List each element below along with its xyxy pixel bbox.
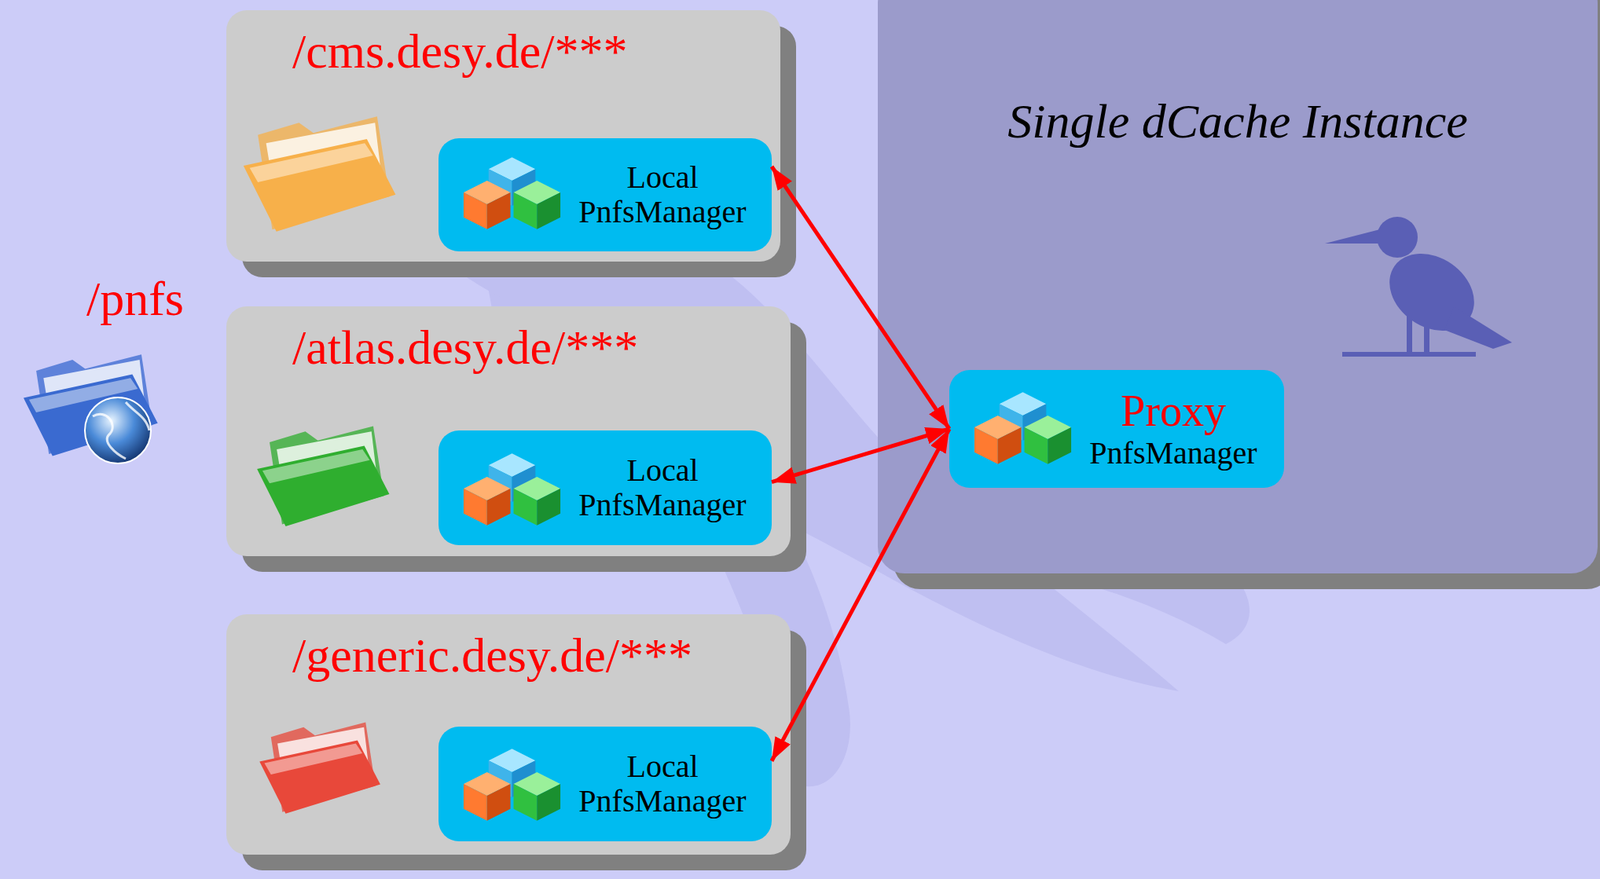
namespace-box: Local PnfsManager/cms.desy.de/*** [226,10,781,262]
cube-icon [974,392,1072,464]
mount-point-label: /pnfs [86,271,184,327]
proxy-box: ProxyPnfsManager [949,370,1285,489]
namespace-path: /generic.desy.de/*** [292,628,693,683]
component-name: PnfsManager [1089,436,1257,471]
component-name: Local PnfsManager [564,160,761,230]
bird-logo [1324,216,1512,357]
double-arrow [771,429,950,483]
double-arrow [771,429,950,762]
namespace-path: /cms.desy.de/*** [292,24,628,78]
pnfsmanager-box: Local PnfsManager [438,430,772,546]
component-name: Local PnfsManager [564,749,761,819]
cube-icon [463,157,561,229]
pnfsmanager-box: Local PnfsManager [438,138,772,252]
network-folder-icon [23,354,158,464]
folder-icon [256,425,389,526]
folder-icon [243,116,397,232]
dcache-instance-box: ProxyPnfsManager Single dCache Instance [877,0,1598,574]
cube-icon [463,453,561,525]
double-arrow [771,166,950,430]
cube-icon [463,748,561,821]
folder-icon [259,722,381,815]
component-name: Proxy [1120,387,1226,437]
namespace-path: /atlas.desy.de/*** [292,320,639,375]
pnfsmanager-box: Local PnfsManager [438,726,772,842]
namespace-box: Local PnfsManager/generic.desy.de/*** [226,614,791,856]
component-name: Local PnfsManager [564,453,761,523]
namespace-box: Local PnfsManager/atlas.desy.de/*** [226,306,791,557]
instance-title: Single dCache Instance [877,94,1598,148]
